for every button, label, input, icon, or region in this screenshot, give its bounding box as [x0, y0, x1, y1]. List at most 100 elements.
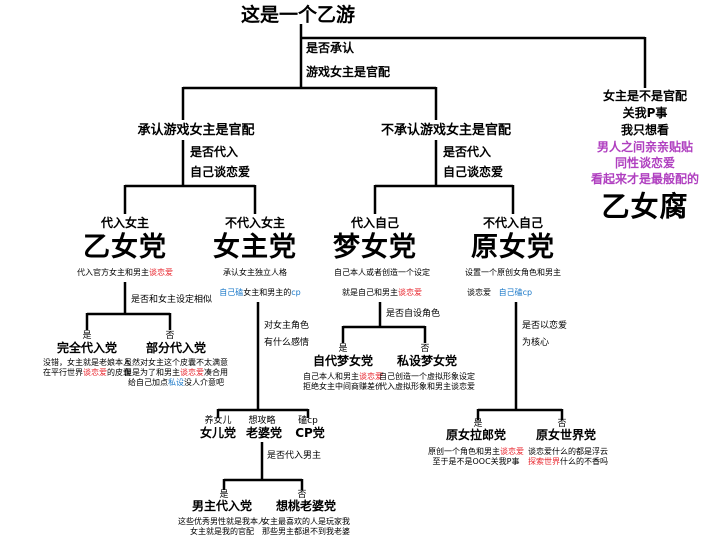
- lapeng-tag: 是: [473, 419, 483, 429]
- full-sub-tag: 是: [82, 331, 92, 341]
- daughter-title: 女儿党: [199, 426, 237, 440]
- lapeng-desc1: 原创一个角色和男主谈恋爱: [428, 447, 524, 456]
- not-acknowledge-node: 不承认游戏女主是官配: [380, 123, 512, 138]
- not-acknowledge-q2: 自己谈恋爱: [443, 165, 504, 179]
- self-meng-desc1: 自己本人和男主谈恋爱: [303, 372, 383, 381]
- yuan-party-title: 原女党: [471, 232, 555, 263]
- meng-party-desc2-text: 就是自己和男主: [342, 288, 398, 297]
- nvzhu-party-label: 不代入女主: [224, 216, 286, 230]
- yinvfu-title: 乙女腐: [601, 190, 689, 223]
- male-sub-desc2: 女主就是我的官配: [190, 527, 254, 536]
- part-sub-desc2: 但是为了和男主谈恋爱凑合用: [124, 368, 228, 377]
- part-sub-desc3-blue: 私设: [168, 378, 184, 387]
- yuan-party-desc2: 谈恋爱 自己磕cp: [467, 288, 532, 297]
- peach-wife-tag: 否: [297, 490, 307, 500]
- full-sub-desc2-a: 在平行世界: [43, 368, 83, 377]
- meng-party-question: 是否自设角色: [386, 309, 441, 319]
- nvzhu-party-q2: 有什么感情: [264, 338, 310, 348]
- yinv-party-label: 代入女主: [100, 216, 150, 230]
- world-tag: 否: [557, 419, 567, 429]
- world-title: 原女世界党: [535, 428, 597, 442]
- nvzhu-party-q1: 对女主角色: [264, 321, 310, 331]
- nvzhu-party-desc2-b: 女主和男主的: [243, 288, 292, 297]
- world-desc2: 探索世界什么的不香吗: [528, 457, 608, 466]
- acknowledge-question-line1: 是否承认: [306, 41, 355, 55]
- part-sub-desc2-red: 谈恋爱: [180, 368, 204, 377]
- yinvfu-p1: 男人之间亲亲贴贴: [596, 140, 694, 154]
- lapeng-desc1-a: 原创一个角色和男主: [428, 447, 500, 456]
- cp-title: CP党: [295, 426, 325, 440]
- wife-title: 老婆党: [245, 426, 283, 440]
- peach-wife-title: 想桃老婆党: [275, 499, 337, 513]
- yinvfu-p2: 同性谈恋爱: [614, 156, 676, 170]
- meng-party-desc2-red: 谈恋爱: [398, 288, 422, 297]
- meng-party-title: 梦女党: [333, 232, 417, 263]
- full-sub-title: 完全代入党: [56, 341, 118, 355]
- male-sub-title: 男主代入党: [191, 499, 253, 513]
- world-desc1: 谈恋爱什么的都是浮云: [528, 447, 608, 456]
- part-sub-desc3-b: 没人介意吧: [184, 378, 224, 387]
- yinvfu-q2: 关我P事: [622, 106, 668, 120]
- part-sub-desc3: 给自己加点私设没人介意吧: [128, 378, 224, 387]
- lapeng-desc2: 至于是不是OOC关我P事: [432, 457, 520, 466]
- self-meng-desc1-red: 谈恋爱: [359, 372, 383, 381]
- nvzhu-party-title: 女主党: [213, 232, 297, 263]
- daughter-tag: 养女儿: [204, 416, 232, 426]
- oc-meng-title: 私设梦女党: [396, 354, 458, 368]
- nvzhu-party-desc1: 承认女主独立人格: [223, 268, 287, 277]
- yinvfu-q3: 我只想看: [620, 123, 670, 137]
- wife-tag: 想攻略: [248, 416, 276, 426]
- part-sub-tag: 否: [165, 331, 175, 341]
- male-sub-tag: 是: [219, 490, 229, 500]
- self-meng-title: 自代梦女党: [312, 354, 374, 368]
- world-desc2-red: 探索世界: [528, 457, 560, 466]
- lapeng-title: 原女拉郎党: [445, 428, 507, 442]
- cp-question: 是否代入男主: [267, 451, 322, 461]
- yinv-party-title: 乙女党: [83, 232, 167, 263]
- lapeng-desc1-red: 谈恋爱: [500, 447, 524, 456]
- part-sub-title: 部分代入党: [145, 341, 207, 355]
- meng-party-desc1: 自己本人或者创造一个设定: [334, 268, 430, 277]
- yuan-party-desc1: 设置一个原创女角色和男主: [465, 268, 561, 277]
- male-sub-desc1: 这些优秀男性就是我本人: [178, 517, 266, 526]
- yuan-party-label: 不代入自己: [482, 216, 544, 230]
- yinvfu-q1: 女主是不是官配: [602, 89, 688, 103]
- acknowledge-q1: 是否代入: [190, 145, 239, 159]
- part-sub-desc2-b: 凑合用: [204, 368, 228, 377]
- peach-wife-desc2: 那些男主都退不到我老婆: [262, 527, 350, 536]
- peach-wife-desc1: 女主最喜欢的人是玩家我: [262, 517, 350, 526]
- oc-meng-tag: 否: [420, 344, 430, 354]
- self-meng-desc2: 拒绝女主中间商赚差价: [303, 382, 383, 391]
- yinv-party-desc-text: 代入官方女主和男主: [77, 268, 149, 277]
- oc-meng-desc1: 自己创造一个虚拟形象设定: [379, 372, 475, 381]
- yuan-party-desc2-text: 谈恋爱: [467, 288, 491, 297]
- full-sub-desc1: 没错，女主就是老娘本人: [43, 358, 131, 367]
- yuan-party-q2: 为核心: [522, 338, 550, 348]
- acknowledge-q2: 自己谈恋爱: [190, 165, 251, 179]
- acknowledge-node: 承认游戏女主是官配: [137, 123, 255, 138]
- part-sub-desc3-a: 给自己加点: [128, 378, 168, 387]
- meng-party-desc2: 就是自己和男主谈恋爱: [342, 288, 422, 297]
- meng-party-label: 代入自己: [350, 216, 400, 230]
- self-meng-desc1-a: 自己本人和男主: [303, 372, 359, 381]
- world-desc2-b: 什么的不香吗: [560, 457, 608, 466]
- root-title: 这是一个乙游: [240, 4, 356, 26]
- full-sub-desc2-b: 的皮囊: [107, 368, 131, 377]
- acknowledge-question-line2: 游戏女主是官配: [306, 65, 391, 79]
- not-acknowledge-q1: 是否代入: [443, 145, 492, 159]
- oc-meng-desc2: 代入虚拟形象和男主谈恋爱: [379, 382, 475, 391]
- yinv-party-question: 是否和女主设定相似: [131, 295, 213, 305]
- nvzhu-party-desc2: 自己磕女主和男主的cp: [219, 288, 300, 297]
- cp-tag: 磕cp: [298, 416, 318, 426]
- part-sub-desc2-a: 但是为了和男主: [124, 368, 180, 377]
- full-sub-desc2: 在平行世界谈恋爱的皮囊: [43, 368, 131, 377]
- yuan-party-desc2-blue: 自己磕cp: [498, 288, 533, 297]
- full-sub-desc2-red: 谈恋爱: [83, 368, 107, 377]
- nvzhu-party-desc2-a: 自己磕: [219, 288, 244, 297]
- part-sub-desc1: 虽然对女主这个皮囊不太满意: [124, 358, 228, 367]
- self-meng-tag: 是: [338, 344, 348, 354]
- yinvfu-p3: 看起来才是最般配的: [590, 172, 700, 186]
- yuan-party-q1: 是否以恋爱: [522, 321, 568, 331]
